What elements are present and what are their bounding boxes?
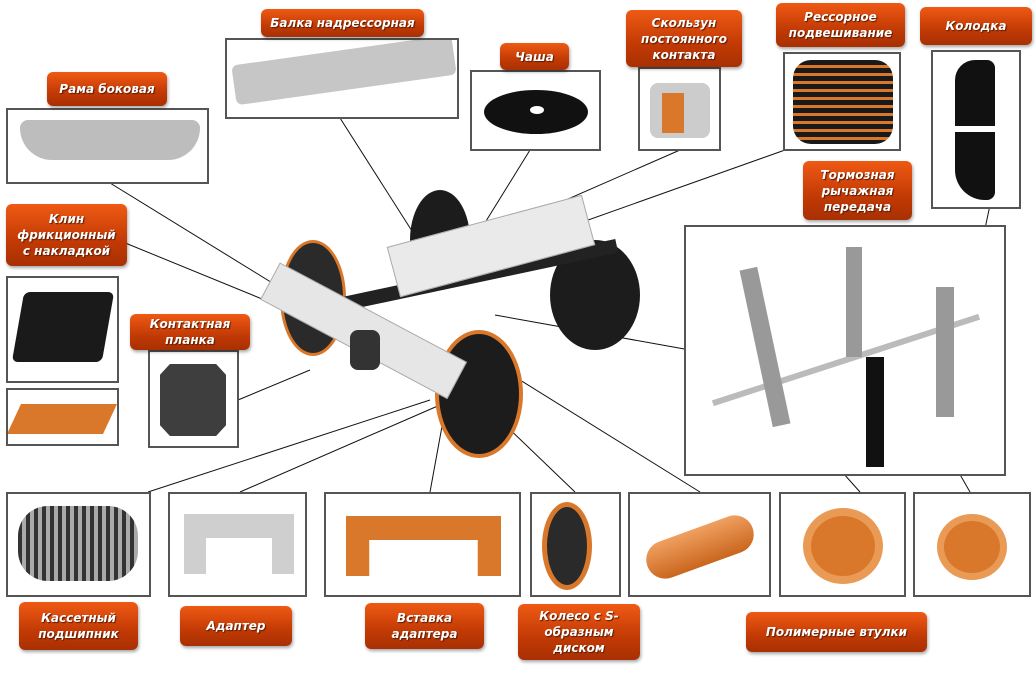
label-polymer-bushings: Полимерные втулки bbox=[746, 612, 927, 652]
label-spring-suspension: Рессорное подвешивание bbox=[776, 3, 905, 47]
label-contact-plate: Контактная планка bbox=[130, 314, 250, 350]
label-bowl: Чаша bbox=[500, 43, 569, 70]
label-side-bearing: Скользун постоянного контакта bbox=[626, 10, 742, 67]
side-frame-image bbox=[6, 108, 209, 184]
label-adapter-insert: Вставка адаптера bbox=[365, 603, 484, 649]
polymer-bushing-tube-image bbox=[628, 492, 771, 597]
bowl-image bbox=[470, 70, 601, 151]
polymer-bushing-small-image bbox=[913, 492, 1031, 597]
cassette-bearing-image bbox=[6, 492, 151, 597]
bolster-image bbox=[225, 38, 459, 119]
spring-suspension-image bbox=[783, 52, 901, 151]
adapter-image bbox=[168, 492, 307, 597]
friction-wedge-image bbox=[6, 276, 119, 383]
label-friction-wedge: Клин фрикционный с накладкой bbox=[6, 204, 127, 266]
wheel-image bbox=[530, 492, 621, 597]
brake-shoe-image bbox=[931, 50, 1021, 209]
brake-rigging-image bbox=[684, 225, 1006, 476]
label-bolster: Балка надрессорная bbox=[261, 9, 424, 37]
label-brake-rigging: Тормозная рычажная передача bbox=[803, 161, 912, 220]
contact-plate-image bbox=[148, 350, 239, 448]
polymer-bushing-flanged-image bbox=[779, 492, 906, 597]
label-wheel: Колесо с S- образным диском bbox=[518, 604, 640, 660]
label-side-frame: Рама боковая bbox=[47, 72, 167, 106]
label-adapter: Адаптер bbox=[180, 606, 292, 646]
bogie-assembly-image bbox=[260, 180, 660, 458]
adapter-insert-image bbox=[324, 492, 521, 597]
label-cassette-bearing: Кассетный подшипник bbox=[19, 602, 138, 650]
friction-wedge-pad-image bbox=[6, 388, 119, 446]
side-bearing-image bbox=[638, 67, 721, 151]
label-brake-shoe: Колодка bbox=[920, 7, 1032, 45]
